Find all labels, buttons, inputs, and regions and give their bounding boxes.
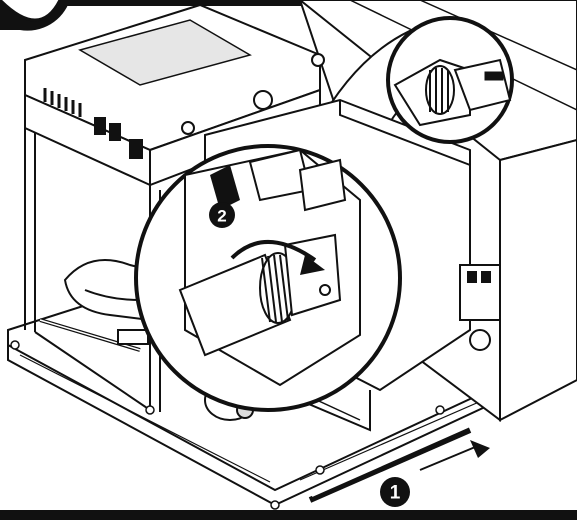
fitting-icon [181, 121, 195, 135]
callout-badge-step-2: 2 [209, 202, 235, 228]
switch-icon [109, 123, 121, 141]
callout-label-step-1: 1 [390, 483, 401, 504]
callout-badge-step-1: 1 [380, 477, 410, 507]
frame-bottom [0, 510, 577, 520]
callout-label-step-2: 2 [217, 207, 226, 226]
exchanger-tube [39, 259, 151, 352]
vent-slots [43, 88, 82, 117]
detail-circle-main [134, 144, 402, 412]
gas-valve [459, 264, 501, 351]
detail-circle-top [386, 16, 514, 144]
fitting-icon [311, 53, 325, 67]
slide-rail [308, 425, 490, 503]
indicator-icon [129, 139, 143, 159]
frame-top [0, 0, 577, 31]
rotation-arrow-icon [230, 240, 317, 262]
fitting-icon [253, 90, 273, 110]
fasteners [10, 340, 445, 510]
power-switch-icon [94, 117, 106, 135]
direction-arrow-icon [470, 440, 490, 458]
